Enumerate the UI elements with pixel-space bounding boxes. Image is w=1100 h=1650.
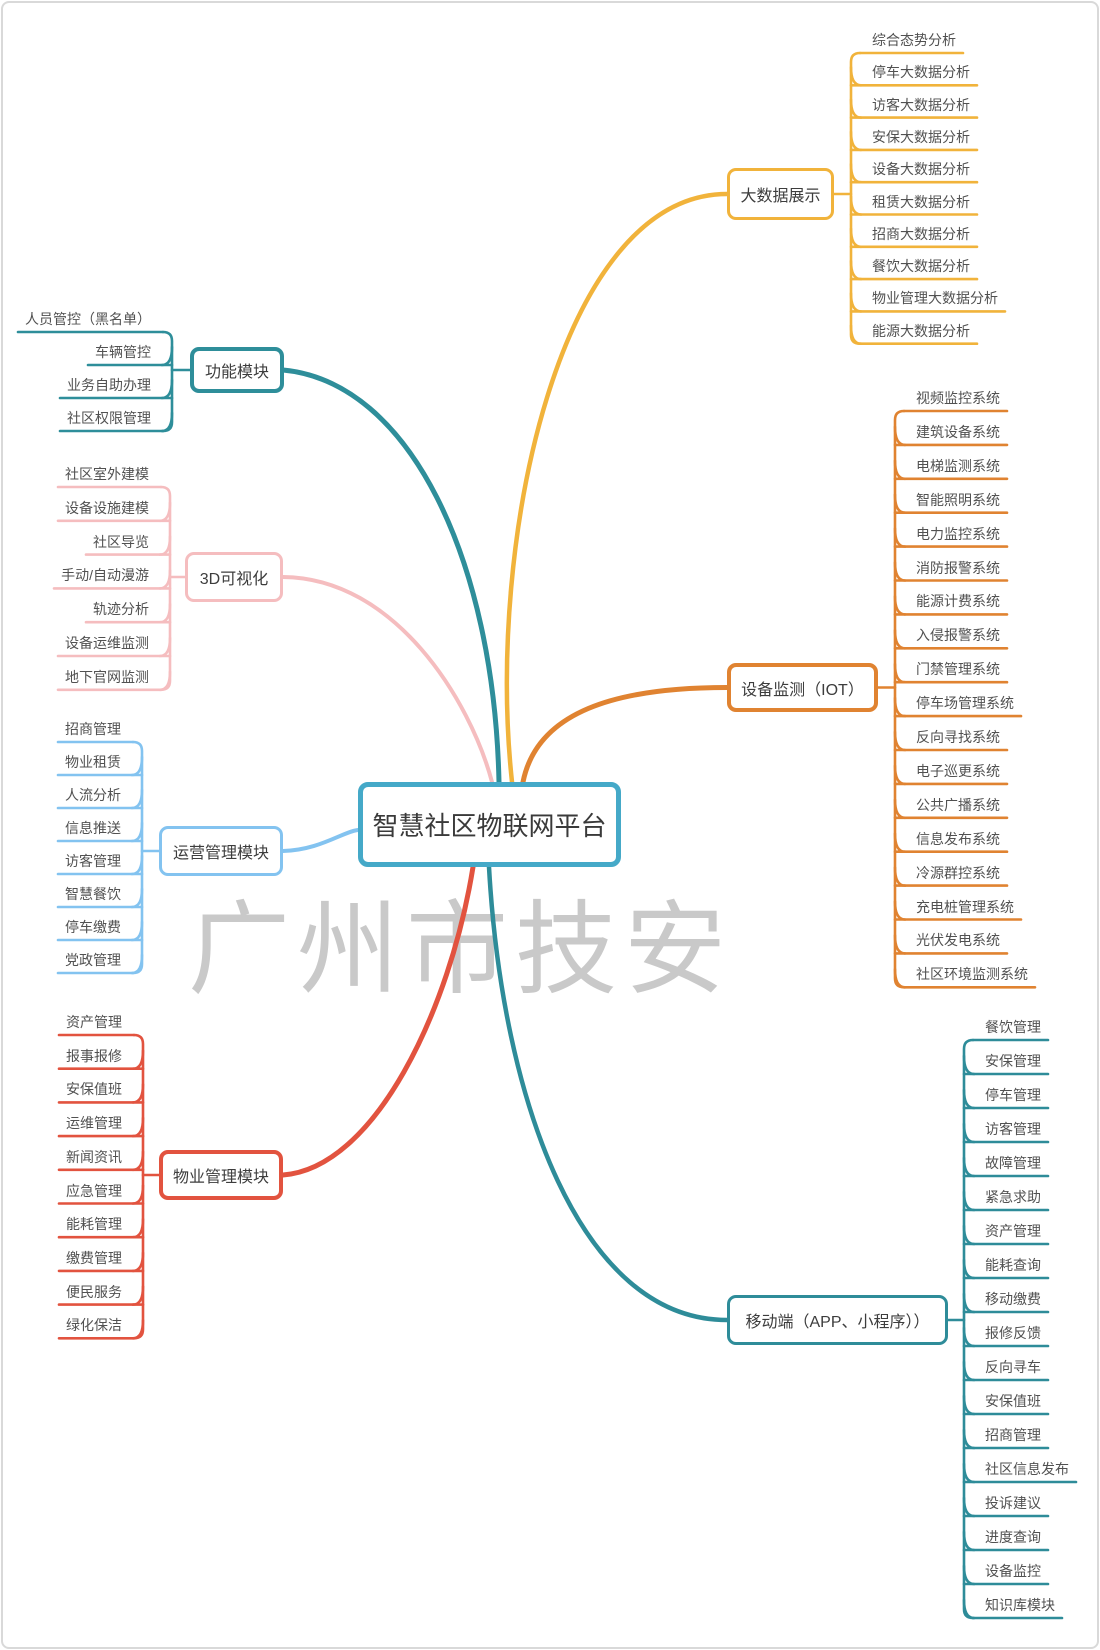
leaf-node[interactable]: 轨迹分析 [93, 601, 149, 618]
leaf-node[interactable]: 访客大数据分析 [872, 96, 970, 113]
connector [281, 828, 360, 853]
leaf-node[interactable]: 能耗查询 [985, 1257, 1041, 1273]
connector [159, 485, 172, 692]
watermark: 广州市技安 [188, 891, 733, 1010]
branch-node-bigdata[interactable]: 大数据展示 [727, 168, 834, 220]
leaf-node[interactable]: 社区权限管理 [67, 410, 151, 426]
leaf-node[interactable]: 餐饮大数据分析 [872, 258, 970, 275]
connector [893, 409, 906, 989]
leaf-node[interactable]: 故障管理 [985, 1155, 1041, 1171]
leaf-node[interactable]: 安保值班 [66, 1081, 122, 1098]
connector [280, 367, 502, 785]
leaf-node[interactable]: 移动缴费 [985, 1291, 1041, 1307]
leaf-node[interactable]: 视频监控系统 [916, 390, 1000, 406]
leaf-node[interactable]: 充电桩管理系统 [916, 898, 1014, 915]
leaf-node[interactable]: 安保管理 [985, 1053, 1041, 1069]
leaf-node[interactable]: 建筑设备系统 [916, 423, 1000, 440]
leaf-node[interactable]: 报事报修 [66, 1047, 122, 1064]
leaf-node[interactable]: 安保大数据分析 [872, 128, 970, 145]
leaf-node[interactable]: 应急管理 [66, 1182, 122, 1199]
leaf-node[interactable]: 设备大数据分析 [872, 161, 970, 178]
leaf-node[interactable]: 信息发布系统 [916, 830, 1000, 847]
connector [280, 864, 476, 1178]
leaf-node[interactable]: 访客管理 [985, 1121, 1041, 1137]
leaf-node[interactable]: 地下官网监测 [65, 668, 149, 685]
connector [849, 51, 862, 345]
leaf-node[interactable]: 公共广播系统 [916, 796, 1000, 813]
leaf-node[interactable]: 能耗管理 [66, 1216, 122, 1233]
leaf-node[interactable]: 党政管理 [65, 952, 121, 968]
leaf-node[interactable]: 智能照明系统 [916, 491, 1000, 508]
branch-node-mobile[interactable]: 移动端（APP、小程序）） [727, 1295, 948, 1345]
leaf-node[interactable]: 业务自助办理 [67, 377, 151, 393]
leaf-node[interactable]: 招商管理 [65, 721, 121, 737]
leaf-node[interactable]: 信息推送 [65, 820, 121, 836]
leaf-node[interactable]: 知识库模块 [985, 1597, 1055, 1613]
leaf-node[interactable]: 招商管理 [985, 1427, 1041, 1443]
leaf-node[interactable]: 门禁管理系统 [916, 661, 1000, 678]
leaf-node[interactable]: 设备运维监测 [65, 635, 149, 651]
leaf-node[interactable]: 人员管控（黑名单） [25, 311, 151, 327]
connector [131, 740, 144, 975]
leaf-node[interactable]: 物业管理大数据分析 [872, 290, 998, 307]
leaf-node[interactable]: 停车管理 [985, 1087, 1041, 1103]
connector [281, 575, 494, 784]
connector [504, 191, 730, 785]
leaf-node[interactable]: 能源计费系统 [916, 593, 1000, 610]
leaf-node[interactable]: 电力监控系统 [916, 525, 1000, 542]
leaf-node[interactable]: 新闻资讯 [66, 1148, 122, 1165]
leaf-node[interactable]: 冷源群控系统 [916, 864, 1000, 881]
leaf-node[interactable]: 便民服务 [66, 1283, 122, 1300]
leaf-node[interactable]: 手动/自动漫游 [61, 567, 149, 584]
leaf-node[interactable]: 招商大数据分析 [872, 225, 970, 242]
branch-node-ops[interactable]: 运营管理模块 [159, 826, 283, 876]
leaf-node[interactable]: 停车缴费 [65, 919, 121, 935]
leaf-node[interactable]: 资产管理 [66, 1014, 122, 1030]
branch-node-iot[interactable]: 设备监测（IOT） [727, 663, 878, 712]
leaf-node[interactable]: 投诉建议 [985, 1495, 1041, 1511]
connector [486, 864, 730, 1323]
leaf-node[interactable]: 安保值班 [985, 1393, 1041, 1409]
leaf-node[interactable]: 紧急求助 [985, 1189, 1041, 1205]
leaf-node[interactable]: 光伏发电系统 [916, 932, 1000, 949]
leaf-node[interactable]: 资产管理 [985, 1223, 1041, 1239]
leaf-node[interactable]: 人流分析 [65, 787, 121, 803]
root-node[interactable]: 智慧社区物联网平台 [358, 782, 621, 867]
leaf-node[interactable]: 电子巡更系统 [916, 762, 1000, 779]
leaf-node[interactable]: 物业租赁 [65, 754, 121, 770]
leaf-node[interactable]: 餐饮管理 [985, 1019, 1041, 1035]
leaf-node[interactable]: 访客管理 [65, 853, 121, 869]
leaf-node[interactable]: 报修反馈 [985, 1325, 1041, 1341]
leaf-node[interactable]: 消防报警系统 [916, 559, 1000, 576]
leaf-node[interactable]: 设备设施建模 [65, 499, 149, 516]
leaf-node[interactable]: 缴费管理 [66, 1249, 122, 1266]
leaf-node[interactable]: 社区导览 [93, 533, 149, 550]
leaf-node[interactable]: 能源大数据分析 [872, 322, 970, 339]
leaf-node[interactable]: 停车场管理系统 [916, 695, 1014, 712]
branch-node-func[interactable]: 功能模块 [190, 347, 284, 393]
connector [132, 1033, 145, 1340]
leaf-node[interactable]: 进度查询 [985, 1529, 1041, 1545]
leaf-node[interactable]: 入侵报警系统 [916, 627, 1000, 644]
leaf-node[interactable]: 停车大数据分析 [872, 64, 970, 81]
branch-node-property[interactable]: 物业管理模块 [159, 1150, 283, 1200]
leaf-node[interactable]: 租赁大数据分析 [872, 193, 970, 210]
branch-node-viz3d[interactable]: 3D可视化 [185, 552, 283, 602]
leaf-node[interactable]: 运维管理 [66, 1115, 122, 1132]
leaf-node[interactable]: 电梯监测系统 [916, 457, 1000, 474]
connector [962, 1038, 975, 1620]
leaf-node[interactable]: 绿化保洁 [66, 1317, 122, 1334]
leaf-node[interactable]: 智慧餐饮 [65, 886, 121, 902]
leaf-node[interactable]: 反向寻车 [985, 1359, 1041, 1375]
leaf-node[interactable]: 车辆管控 [95, 344, 151, 360]
leaf-node[interactable]: 综合态势分析 [872, 32, 956, 48]
leaf-node[interactable]: 反向寻找系统 [916, 729, 1000, 745]
leaf-node[interactable]: 社区信息发布 [985, 1461, 1069, 1477]
leaf-node[interactable]: 社区室外建模 [65, 466, 149, 482]
connector [161, 330, 174, 433]
leaf-node[interactable]: 设备监控 [985, 1563, 1041, 1579]
connector [520, 685, 730, 785]
leaf-node[interactable]: 社区环境监测系统 [916, 966, 1028, 983]
